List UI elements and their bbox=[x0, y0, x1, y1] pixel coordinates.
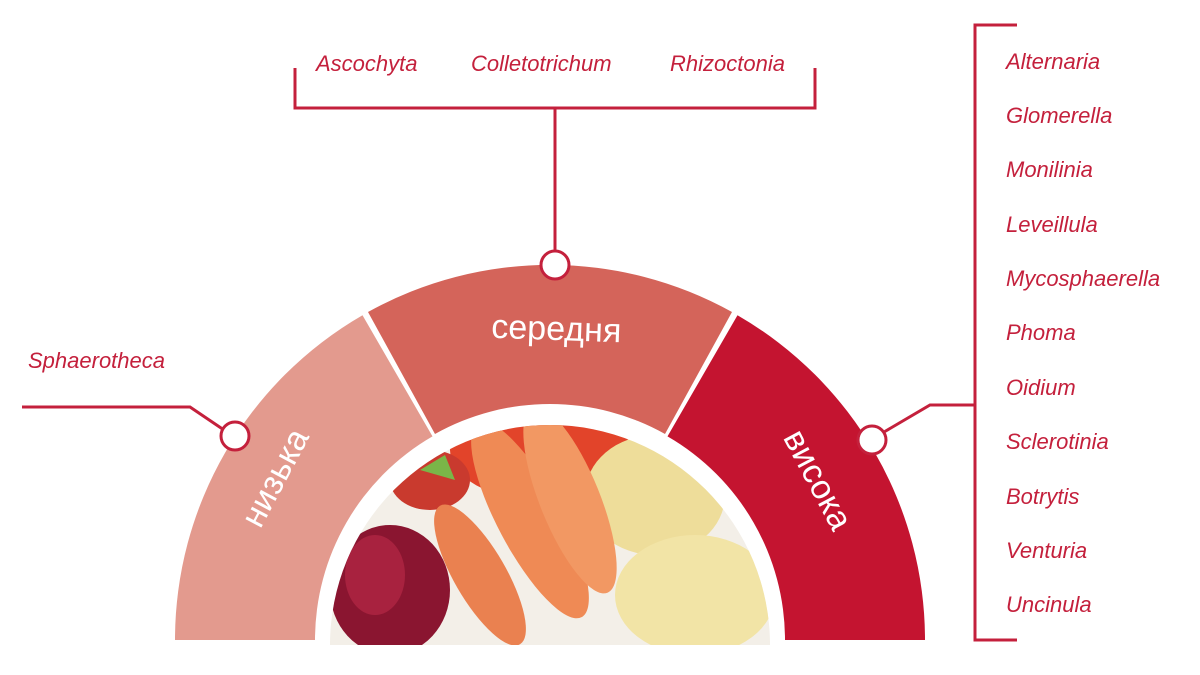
high-marker bbox=[856, 424, 888, 456]
high-pathogen: Monilinia bbox=[1006, 157, 1093, 182]
segment-medium bbox=[368, 264, 732, 434]
high-pathogen: Mycosphaerella bbox=[1006, 266, 1160, 291]
high-pathogen: Uncinula bbox=[1006, 592, 1092, 617]
medium-pathogen: Colletotrichum bbox=[471, 51, 612, 76]
high-pathogen: Venturia bbox=[1006, 538, 1087, 563]
segment-high bbox=[667, 315, 925, 640]
medium-pathogen: Rhizoctonia bbox=[670, 51, 785, 76]
high-pathogen: Alternaria bbox=[1004, 49, 1100, 74]
high-pathogen: Sclerotinia bbox=[1006, 429, 1109, 454]
segment-low bbox=[175, 315, 433, 640]
low-marker bbox=[219, 420, 251, 452]
high-pathogen: Botrytis bbox=[1006, 484, 1079, 509]
high-connector-line bbox=[883, 403, 975, 434]
high-bracket bbox=[973, 23, 1017, 642]
level-medium-label: середня bbox=[491, 308, 622, 351]
medium-marker bbox=[539, 249, 571, 281]
high-pathogen: Leveillula bbox=[1006, 212, 1098, 237]
high-pathogen: Oidium bbox=[1006, 375, 1076, 400]
high-pathogen: Glomerella bbox=[1006, 103, 1112, 128]
high-pathogen: Phoma bbox=[1006, 320, 1076, 345]
low-pathogen: Sphaerotheca bbox=[28, 348, 165, 373]
medium-pathogen: Ascochyta bbox=[314, 51, 418, 76]
low-connector-line bbox=[22, 405, 225, 432]
